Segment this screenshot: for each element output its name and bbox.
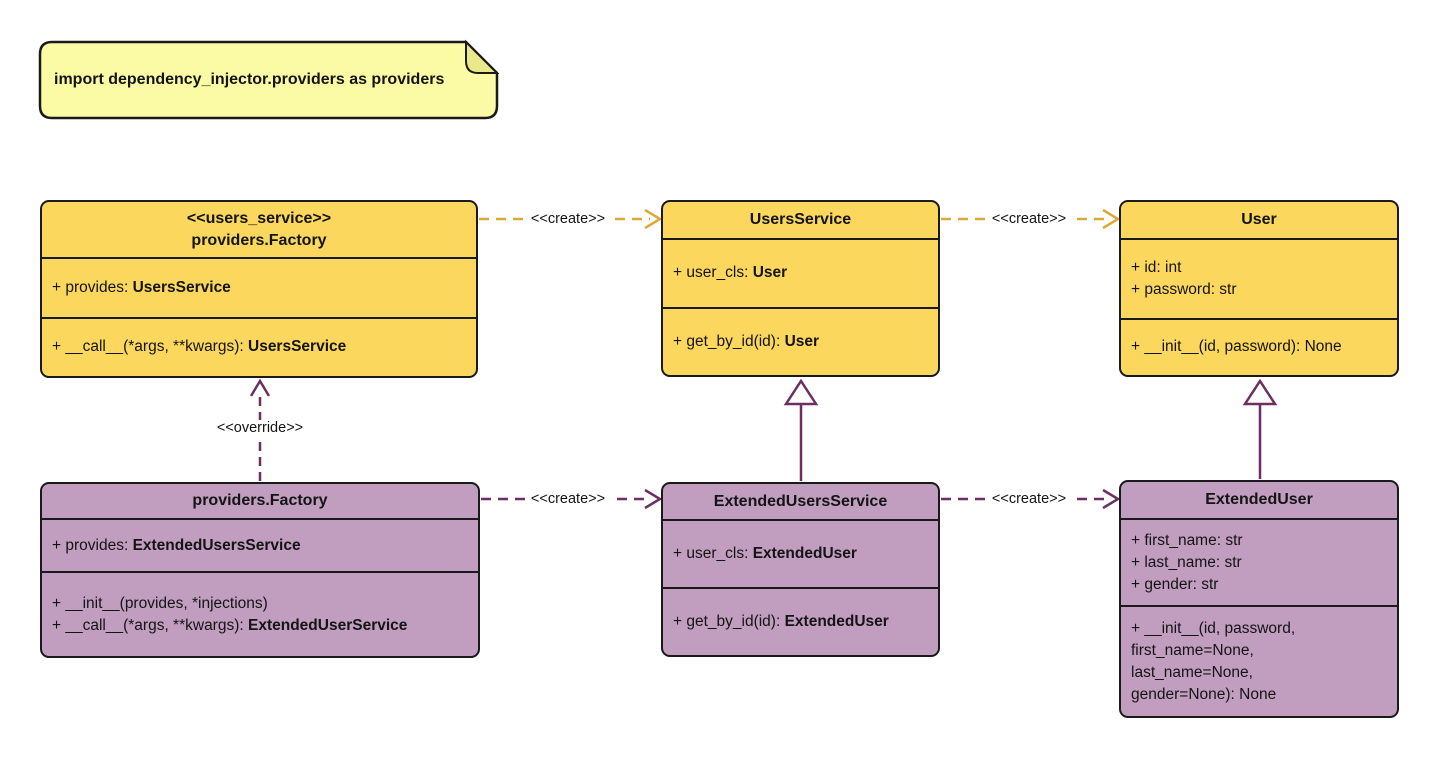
class-name: User (1241, 211, 1277, 229)
attribute: + id: int (1131, 257, 1387, 279)
method: + __call__(*args, **kwargs): ExtendedUse… (52, 615, 468, 637)
class-name: ExtendedUser (1205, 491, 1313, 509)
member-text: + id: int (1131, 258, 1182, 276)
method: + get_by_id(id): User (673, 331, 928, 353)
class-factory-users-service: <<users_service>> providers.Factory + pr… (40, 200, 478, 378)
class-methods: + get_by_id(id): ExtendedUser (663, 587, 938, 655)
class-methods: + __init__(id, password, first_name=None… (1121, 605, 1397, 716)
edge-label-create: <<create>> (986, 211, 1072, 227)
attribute: + first_name: str (1131, 530, 1387, 552)
member-text: + get_by_id(id): (673, 613, 785, 630)
edge-inherit-extendeduser (1242, 378, 1278, 479)
member-text: + __init__(id, password, (1131, 619, 1296, 637)
attribute: + user_cls: ExtendedUser (673, 543, 928, 565)
class-methods: + get_by_id(id): User (663, 306, 938, 376)
class-methods: + __call__(*args, **kwargs): UsersServic… (42, 316, 476, 377)
member-text: + __call__(*args, **kwargs): (52, 616, 248, 634)
member-text: + __init__(provides, *injections) (52, 594, 268, 612)
member-type: UsersService (248, 338, 347, 356)
member-text: gender=None): None (1131, 685, 1277, 703)
member-type: ExtendedUsersService (132, 536, 301, 554)
class-extended-user: ExtendedUser + first_name: str + last_na… (1119, 480, 1399, 718)
member-type: UsersService (132, 278, 231, 296)
class-header: ExtendedUsersService (663, 484, 938, 519)
member-type: User (784, 332, 820, 350)
class-user: User + id: int + password: str + __init_… (1119, 200, 1399, 377)
member-text: + user_cls: (673, 264, 753, 282)
attribute: + user_cls: User (673, 262, 928, 284)
class-extended-users-service: ExtendedUsersService + user_cls: Extende… (661, 482, 940, 657)
method: + get_by_id(id): ExtendedUser (673, 611, 928, 633)
class-name: UsersService (749, 211, 852, 229)
class-attributes: + provides: ExtendedUsersService (42, 518, 478, 571)
class-factory-extended: providers.Factory + provides: ExtendedUs… (40, 482, 480, 658)
member-type: ExtendedUserService (248, 616, 408, 634)
edge-label-override: <<override>> (211, 420, 309, 436)
member-type: User (752, 264, 788, 282)
edge-label-create: <<create>> (525, 211, 611, 227)
member-text: first_name=None, (1131, 641, 1254, 659)
method-continuation: gender=None): None (1131, 684, 1387, 706)
class-attributes: + user_cls: User (663, 238, 938, 307)
class-stereotype: <<users_service>> (186, 209, 332, 227)
member-text: + user_cls: (673, 545, 753, 562)
member-text: + password: str (1131, 280, 1237, 298)
class-attributes: + first_name: str + last_name: str + gen… (1121, 518, 1397, 605)
method: + __init__(id, password, (1131, 618, 1387, 640)
class-name: providers.Factory (192, 492, 328, 510)
method: + __init__(id, password): None (1131, 336, 1387, 358)
method-continuation: last_name=None, (1131, 662, 1387, 684)
attribute: + last_name: str (1131, 552, 1387, 574)
edge-label-create: <<create>> (525, 491, 611, 507)
class-header: <<users_service>> providers.Factory (42, 202, 476, 257)
class-attributes: + id: int + password: str (1121, 238, 1397, 318)
member-type: ExtendedUser (784, 613, 889, 630)
member-text: + get_by_id(id): (673, 332, 785, 350)
member-type: ExtendedUser (752, 545, 857, 562)
member-text: + provides: (52, 278, 133, 296)
edge-inherit-extendedusersservice (783, 378, 819, 481)
class-methods: + __init__(provides, *injections) + __ca… (42, 571, 478, 656)
class-methods: + __init__(id, password): None (1121, 317, 1397, 376)
member-text: + __init__(id, password): None (1131, 338, 1342, 356)
class-name: ExtendedUsersService (713, 492, 888, 510)
attribute: + provides: UsersService (52, 277, 466, 299)
class-header: UsersService (663, 202, 938, 238)
class-name: providers.Factory (191, 231, 327, 249)
class-header: User (1121, 202, 1397, 238)
import-note: import dependency_injector.providers as … (54, 44, 484, 116)
member-text: + first_name: str (1131, 531, 1243, 549)
class-header: providers.Factory (42, 484, 478, 518)
member-text: + gender: str (1131, 575, 1219, 593)
edge-label-create: <<create>> (986, 491, 1072, 507)
class-users-service: UsersService + user_cls: User + get_by_i… (661, 200, 940, 377)
method-continuation: first_name=None, (1131, 640, 1387, 662)
attribute: + gender: str (1131, 574, 1387, 596)
attribute: + password: str (1131, 279, 1387, 301)
method: + __init__(provides, *injections) (52, 593, 468, 615)
import-note-text: import dependency_injector.providers as … (54, 71, 445, 88)
member-text: + provides: (52, 536, 133, 554)
member-text: + last_name: str (1131, 553, 1242, 571)
member-text: last_name=None, (1131, 663, 1253, 681)
method: + __call__(*args, **kwargs): UsersServic… (52, 336, 466, 358)
class-attributes: + user_cls: ExtendedUser (663, 519, 938, 587)
member-text: + __call__(*args, **kwargs): (52, 338, 248, 356)
class-attributes: + provides: UsersService (42, 257, 476, 317)
attribute: + provides: ExtendedUsersService (52, 535, 468, 557)
class-header: ExtendedUser (1121, 482, 1397, 518)
